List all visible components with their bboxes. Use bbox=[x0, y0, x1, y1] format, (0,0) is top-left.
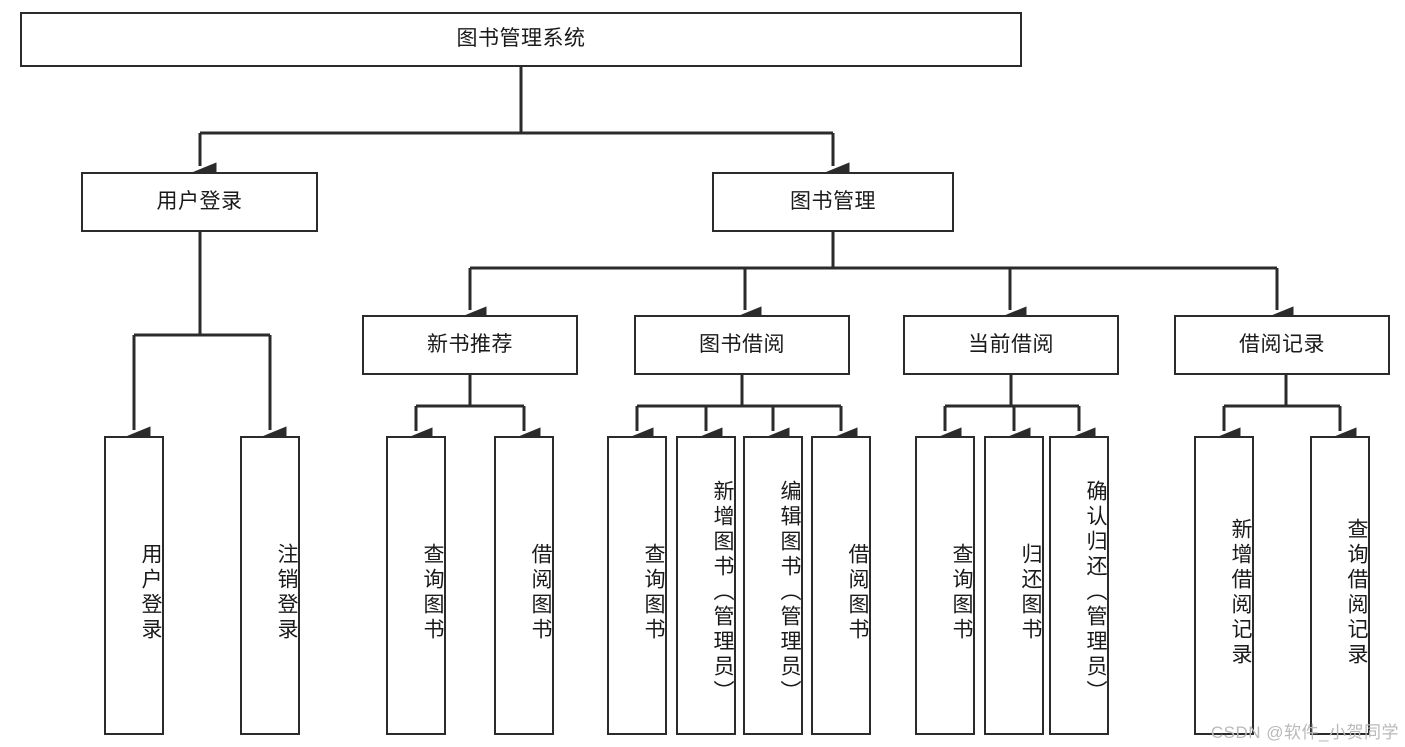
leaf-query-record-label: 查询借阅记录 bbox=[1345, 517, 1368, 668]
node-user-login-label: 用户登录 bbox=[156, 189, 243, 213]
leaf-confirm-return[interactable]: 确认归还（管理员） bbox=[1049, 436, 1109, 735]
node-current-borrow-label: 当前借阅 bbox=[968, 332, 1054, 356]
node-root-label: 图书管理系统 bbox=[456, 27, 586, 51]
leaf-edit-book[interactable]: 编辑图书（管理员） bbox=[743, 436, 803, 735]
node-root[interactable]: 图书管理系统 bbox=[20, 12, 1022, 67]
leaf-add-record[interactable]: 新增借阅记录 bbox=[1194, 436, 1254, 735]
node-book-borrow-label: 图书借阅 bbox=[699, 332, 785, 356]
leaf-return-book-label: 归还图书 bbox=[1019, 542, 1042, 643]
node-new-book-recommend-label: 新书推荐 bbox=[427, 332, 513, 356]
leaf-query-book-3[interactable]: 查询图书 bbox=[915, 436, 975, 735]
leaf-add-book[interactable]: 新增图书（管理员） bbox=[676, 436, 736, 735]
node-book-borrow[interactable]: 图书借阅 bbox=[634, 315, 850, 375]
node-user-login[interactable]: 用户登录 bbox=[81, 172, 318, 232]
leaf-query-book-1-label: 查询图书 bbox=[421, 542, 444, 643]
node-new-book-recommend[interactable]: 新书推荐 bbox=[362, 315, 578, 375]
leaf-query-book-3-label: 查询图书 bbox=[950, 542, 973, 643]
leaf-query-book-2-label: 查询图书 bbox=[642, 542, 665, 643]
leaf-query-book-2[interactable]: 查询图书 bbox=[607, 436, 667, 735]
leaf-edit-book-label: 编辑图书（管理员） bbox=[778, 480, 801, 705]
leaf-query-record[interactable]: 查询借阅记录 bbox=[1310, 436, 1370, 735]
leaf-borrow-book-2[interactable]: 借阅图书 bbox=[811, 436, 871, 735]
node-book-management-label: 图书管理 bbox=[790, 189, 876, 213]
leaf-user-login-label: 用户登录 bbox=[139, 542, 162, 643]
watermark-text: CSDN @软件_小贺同学 bbox=[1210, 723, 1399, 742]
leaf-borrow-book-1-label: 借阅图书 bbox=[529, 542, 552, 643]
leaf-borrow-book-2-label: 借阅图书 bbox=[846, 542, 869, 643]
leaf-user-login[interactable]: 用户登录 bbox=[104, 436, 164, 735]
leaf-query-book-1[interactable]: 查询图书 bbox=[386, 436, 446, 735]
leaf-add-record-label: 新增借阅记录 bbox=[1229, 517, 1252, 668]
node-borrow-record-label: 借阅记录 bbox=[1239, 332, 1325, 356]
node-borrow-record[interactable]: 借阅记录 bbox=[1174, 315, 1390, 375]
leaf-borrow-book-1[interactable]: 借阅图书 bbox=[494, 436, 554, 735]
node-current-borrow[interactable]: 当前借阅 bbox=[903, 315, 1119, 375]
leaf-logout-login[interactable]: 注销登录 bbox=[240, 436, 300, 735]
leaf-add-book-label: 新增图书（管理员） bbox=[711, 480, 734, 705]
leaf-return-book[interactable]: 归还图书 bbox=[984, 436, 1044, 735]
leaf-confirm-return-label: 确认归还（管理员） bbox=[1084, 480, 1107, 705]
leaf-logout-login-label: 注销登录 bbox=[275, 542, 298, 643]
node-book-management[interactable]: 图书管理 bbox=[712, 172, 954, 232]
